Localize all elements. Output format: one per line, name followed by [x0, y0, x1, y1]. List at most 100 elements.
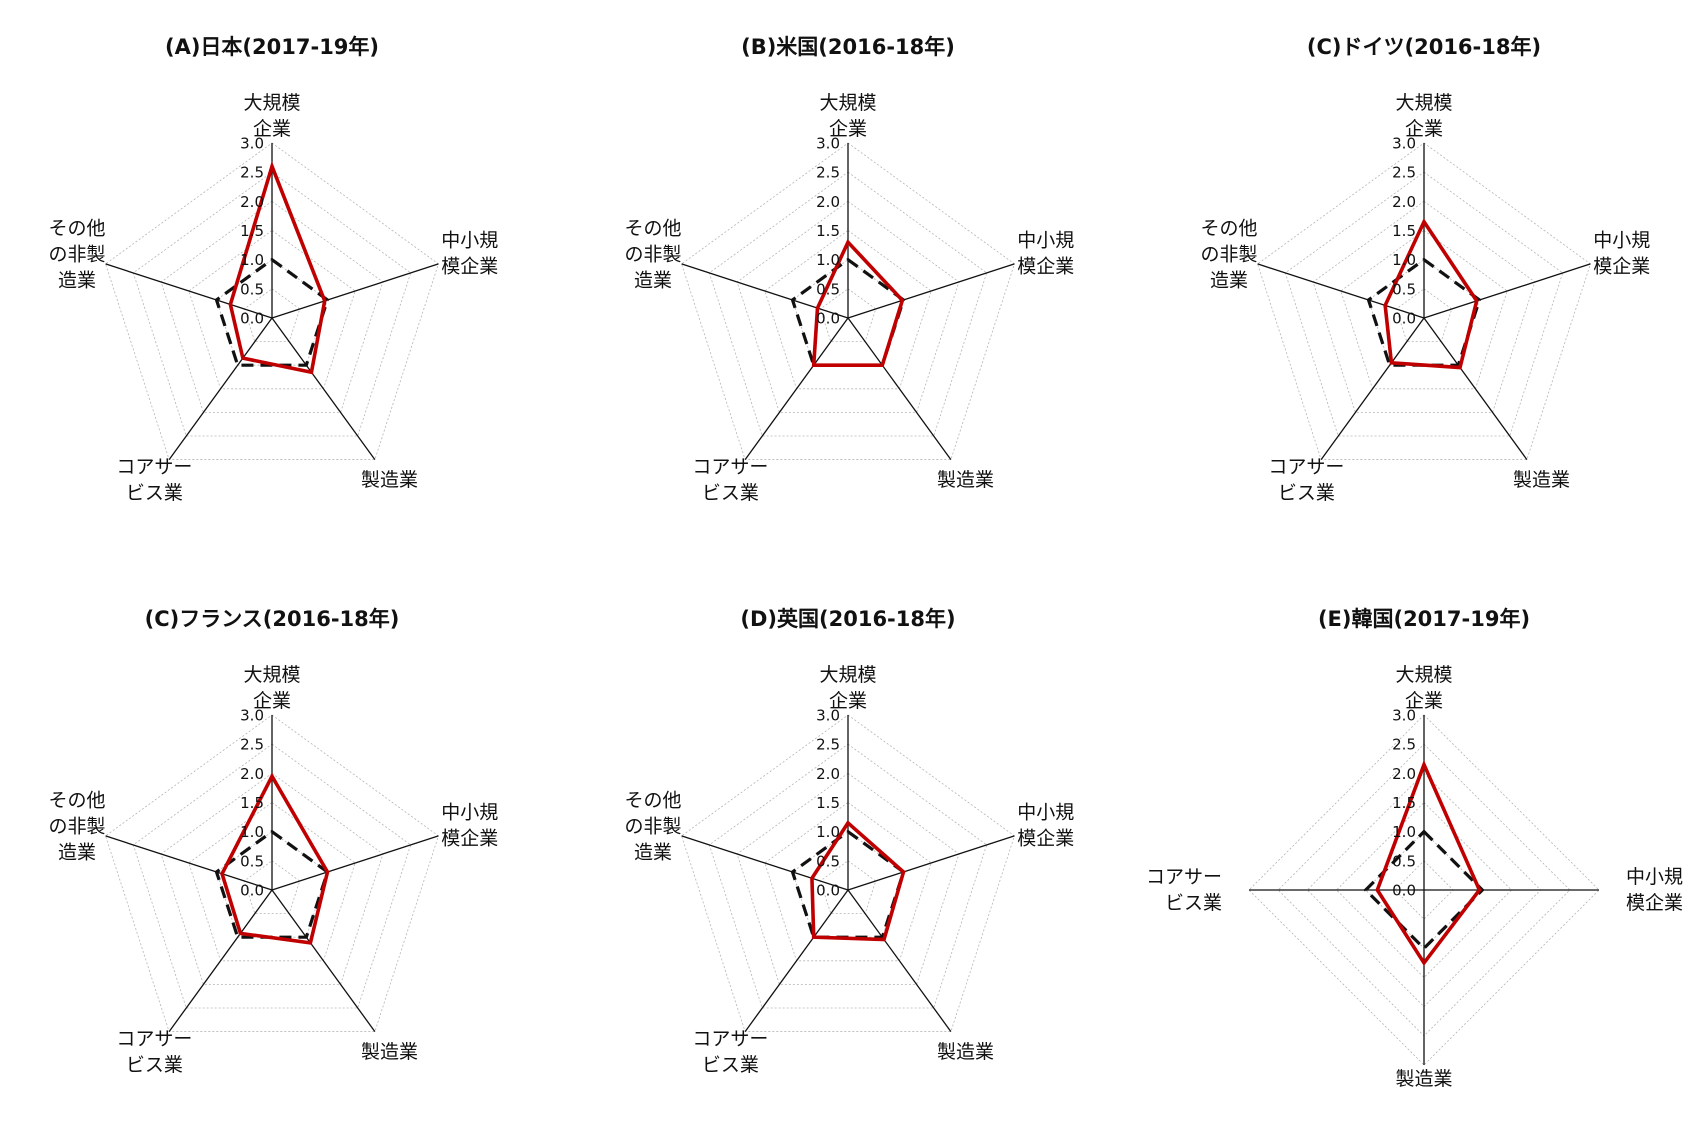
grid-ring	[708, 743, 988, 1009]
panel-title: (B)米国(2016-18年)	[741, 35, 955, 59]
axis-label-line: 大規模	[1395, 92, 1452, 114]
axis-label: 大規模企業	[819, 92, 876, 140]
tick-label: 1.5	[1392, 222, 1416, 240]
axis-spoke	[168, 889, 273, 1032]
axis-label-line: 模企業	[1017, 255, 1074, 277]
radar-panel-3: (C)ドイツ(2016-18年)0.00.51.01.52.02.53.0大規模…	[1201, 35, 1651, 503]
axis-label-line: コアサー	[1146, 866, 1222, 888]
axis-spoke	[847, 889, 952, 1032]
tick-label: 2.0	[1392, 193, 1416, 211]
axis-label-line: 企業	[253, 118, 291, 140]
tick-label: 1.5	[816, 794, 840, 812]
axis-label-line: ビス業	[126, 1053, 183, 1075]
axis-label: 大規模企業	[819, 664, 876, 712]
axis-label-line: の非製	[625, 243, 682, 265]
radar-panel-4: (C)フランス(2016-18年)0.00.51.01.52.02.53.0大規…	[49, 607, 499, 1075]
axis-spoke	[847, 263, 1015, 319]
axis-label: 大規模企業	[1395, 664, 1452, 712]
axis-label-line: その他	[49, 217, 106, 239]
axis-spoke	[271, 317, 376, 460]
tick-label: 1.5	[816, 222, 840, 240]
tick-label: 2.5	[240, 164, 264, 182]
grid-ring	[132, 171, 412, 437]
axis-spoke	[271, 835, 439, 891]
grid-ring	[105, 714, 439, 1032]
axis-label-line: 中小規	[441, 229, 498, 251]
axis-label: 中小規模企業	[1017, 801, 1074, 849]
tick-label: 3.0	[240, 707, 264, 725]
tick-label: 2.0	[240, 193, 264, 211]
axis-label: その他の非製造業	[625, 217, 682, 291]
axis-label-line: 大規模	[1395, 664, 1452, 686]
axis-label-line: 模企業	[1626, 892, 1683, 914]
axis-label-line: 製造業	[937, 468, 994, 490]
axis-label: 製造業	[361, 468, 418, 490]
tick-label: 0.0	[240, 882, 264, 900]
series-solid-line	[1383, 218, 1479, 370]
axis-label-line: 大規模	[819, 664, 876, 686]
axis-label: 大規模企業	[243, 92, 300, 140]
axis-spoke	[847, 317, 952, 460]
axis-label-line: コアサー	[1268, 455, 1344, 477]
axis-label-line: 模企業	[441, 255, 498, 277]
axis-label-line: ビス業	[1165, 892, 1222, 914]
series-solid-line	[811, 238, 905, 367]
series-solid-line	[220, 772, 330, 945]
grid-ring	[819, 288, 877, 342]
axis-label: コアサービス業	[1146, 866, 1222, 914]
axis-label-line: その他	[625, 217, 682, 239]
axis-spoke	[1423, 263, 1591, 319]
grid-ring	[764, 802, 932, 962]
radar-panel-2: (B)米国(2016-18年)0.00.51.01.52.02.53.0大規模企…	[625, 35, 1075, 503]
tick-label: 1.0	[816, 251, 840, 269]
axis-label-line: 大規模	[819, 92, 876, 114]
axis-spoke	[168, 317, 273, 460]
tick-label: 2.0	[240, 765, 264, 783]
axis-spoke	[271, 889, 376, 1032]
tick-label: 2.5	[816, 736, 840, 754]
axis-label-line: 造業	[58, 841, 96, 863]
tick-label: 0.0	[816, 310, 840, 328]
grid-ring	[764, 230, 932, 390]
axis-spoke	[681, 263, 849, 319]
axis-label: コアサービス業	[116, 455, 192, 503]
grid-ring	[243, 860, 301, 914]
axis-spoke	[271, 263, 439, 319]
tick-label: 0.0	[816, 882, 840, 900]
tick-label: 0.0	[1392, 882, 1416, 900]
tick-label: 0.5	[816, 280, 840, 298]
axis-label-line: 製造業	[361, 468, 418, 490]
axis-label-line: 企業	[1405, 690, 1443, 712]
axis-spoke	[681, 835, 849, 891]
axis-spoke	[1320, 317, 1425, 460]
grid-ring	[681, 714, 1015, 1032]
radar-panel-5: (D)英国(2016-18年)0.00.51.01.52.02.53.0大規模企…	[625, 607, 1075, 1075]
tick-label: 3.0	[816, 135, 840, 153]
axis-label-line: 模企業	[1593, 255, 1650, 277]
grid-ring	[1284, 171, 1564, 437]
tick-label: 0.5	[240, 280, 264, 298]
tick-label: 2.5	[1392, 736, 1416, 754]
axis-label-line: 企業	[1405, 118, 1443, 140]
axis-label-line: 大規模	[243, 664, 300, 686]
axis-label-line: 製造業	[1513, 468, 1570, 490]
grid-ring	[681, 142, 1015, 460]
axis-spoke	[744, 317, 849, 460]
axis-label-line: 中小規	[1017, 229, 1074, 251]
axis-label: 中小規模企業	[1017, 229, 1074, 277]
grid-ring	[708, 171, 988, 437]
axis-label-line: 中小規	[1626, 866, 1683, 888]
axis-label-line: 企業	[829, 690, 867, 712]
series-solid-line	[1375, 759, 1482, 967]
axis-label: 製造業	[1395, 1068, 1452, 1090]
grid-ring	[188, 802, 356, 962]
axis-label-line: その他	[1201, 217, 1258, 239]
grid-ring	[1340, 230, 1508, 390]
tick-label: 0.5	[240, 852, 264, 870]
tick-label: 2.0	[1392, 765, 1416, 783]
radar-panel-1: (A)日本(2017-19年)0.00.51.01.52.02.53.0大規模企…	[49, 35, 499, 503]
axis-label-line: 中小規	[1593, 229, 1650, 251]
axis-label-line: の非製	[49, 243, 106, 265]
panel-title: (E)韓国(2017-19年)	[1318, 607, 1530, 631]
axis-label: 中小規模企業	[441, 229, 498, 277]
